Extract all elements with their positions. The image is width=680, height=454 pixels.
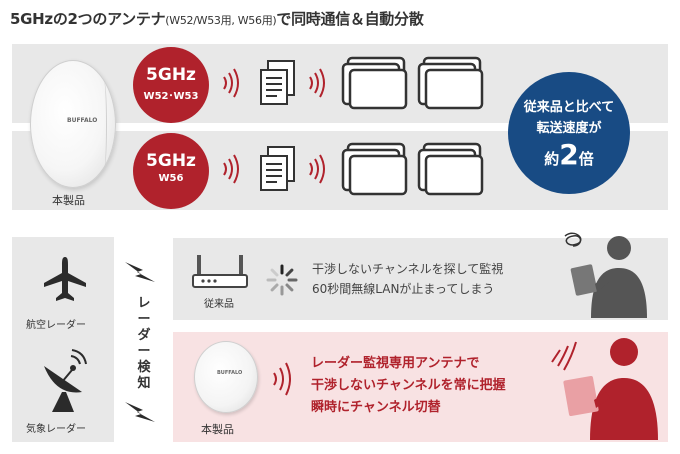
router-icon bbox=[192, 255, 248, 288]
access-point-small-image: BUFFALO bbox=[194, 341, 258, 413]
ghz-badge-w52-title: 5GHz bbox=[146, 65, 196, 85]
title-part2: (W52/W53用, W56用) bbox=[165, 14, 277, 27]
speed-badge-line2: 転送速度が bbox=[536, 121, 602, 136]
speed-badge-prefix: 約 bbox=[544, 150, 560, 168]
access-point-logo: BUFFALO bbox=[67, 117, 98, 124]
tablet-stack-icon bbox=[341, 56, 484, 110]
ghz-badge-w56-title: 5GHz bbox=[146, 151, 196, 171]
page-title: 5GHzの2つのアンテナ(W52/W53用, W56用)で同時通信＆自動分散 bbox=[10, 8, 424, 29]
airplane-icon bbox=[44, 257, 86, 301]
speed-badge: 従来品と比べて 転送速度が 約2倍 bbox=[508, 72, 630, 194]
wave-icon bbox=[223, 154, 239, 184]
weather-radar-label: 気象レーダー bbox=[26, 424, 86, 435]
product-label-bottom: 本製品 bbox=[201, 423, 234, 436]
speed-badge-line1: 従来品と比べて bbox=[523, 100, 615, 115]
product-description: レーダー監視専用アンテナで 干渉しないチャンネルを常に把握 瞬時にチャンネル切替 bbox=[311, 353, 506, 419]
aviation-radar-label: 航空レーダー bbox=[26, 320, 86, 331]
wave-icon bbox=[309, 154, 325, 184]
person-with-tablet-icon bbox=[551, 338, 658, 440]
conventional-description: 干渉しないチャンネルを探して監視 60秒間無線LANが止まってしまう bbox=[312, 259, 503, 299]
ghz-badge-w56: 5GHz W56 bbox=[133, 133, 209, 209]
lightning-icon bbox=[125, 402, 155, 422]
radar-detect-label: レーダー検知 bbox=[137, 296, 151, 391]
lightning-icon bbox=[125, 262, 155, 282]
conventional-line2: 60秒間無線LANが止まってしまう bbox=[312, 282, 495, 296]
wave-icon bbox=[273, 362, 291, 396]
title-part1: 5GHzの2つのアンテナ bbox=[10, 10, 166, 28]
wave-icon bbox=[223, 68, 239, 98]
frustrated-person-icon bbox=[564, 232, 647, 318]
document-icon bbox=[260, 60, 295, 105]
access-point-image: BUFFALO bbox=[30, 60, 116, 188]
product-line2: 干渉しないチャンネルを常に把握 bbox=[311, 378, 506, 393]
document-icon bbox=[260, 146, 295, 191]
speed-badge-number: 2 bbox=[559, 138, 579, 171]
access-point-seam bbox=[101, 81, 107, 169]
satellite-dish-icon bbox=[44, 349, 87, 412]
loading-spinner-icon bbox=[266, 264, 298, 296]
product-label-top: 本製品 bbox=[52, 194, 85, 207]
wave-icon bbox=[309, 68, 325, 98]
speed-badge-suffix: 倍 bbox=[578, 150, 594, 168]
access-point-small-logo: BUFFALO bbox=[217, 370, 243, 376]
ghz-badge-w52-sub: W52･W53 bbox=[143, 91, 199, 102]
conventional-line1: 干渉しないチャンネルを探して監視 bbox=[312, 262, 504, 276]
product-line3: 瞬時にチャンネル切替 bbox=[311, 400, 441, 415]
ghz-badge-w56-sub: W56 bbox=[158, 173, 184, 184]
title-part3: で同時通信＆自動分散 bbox=[276, 10, 424, 28]
speed-badge-value: 約2倍 bbox=[508, 138, 630, 171]
product-line1: レーダー監視専用アンテナで bbox=[311, 356, 480, 371]
ghz-badge-w52: 5GHz W52･W53 bbox=[133, 47, 209, 123]
conventional-label: 従来品 bbox=[204, 299, 234, 310]
tablet-stack-icon bbox=[341, 142, 484, 196]
